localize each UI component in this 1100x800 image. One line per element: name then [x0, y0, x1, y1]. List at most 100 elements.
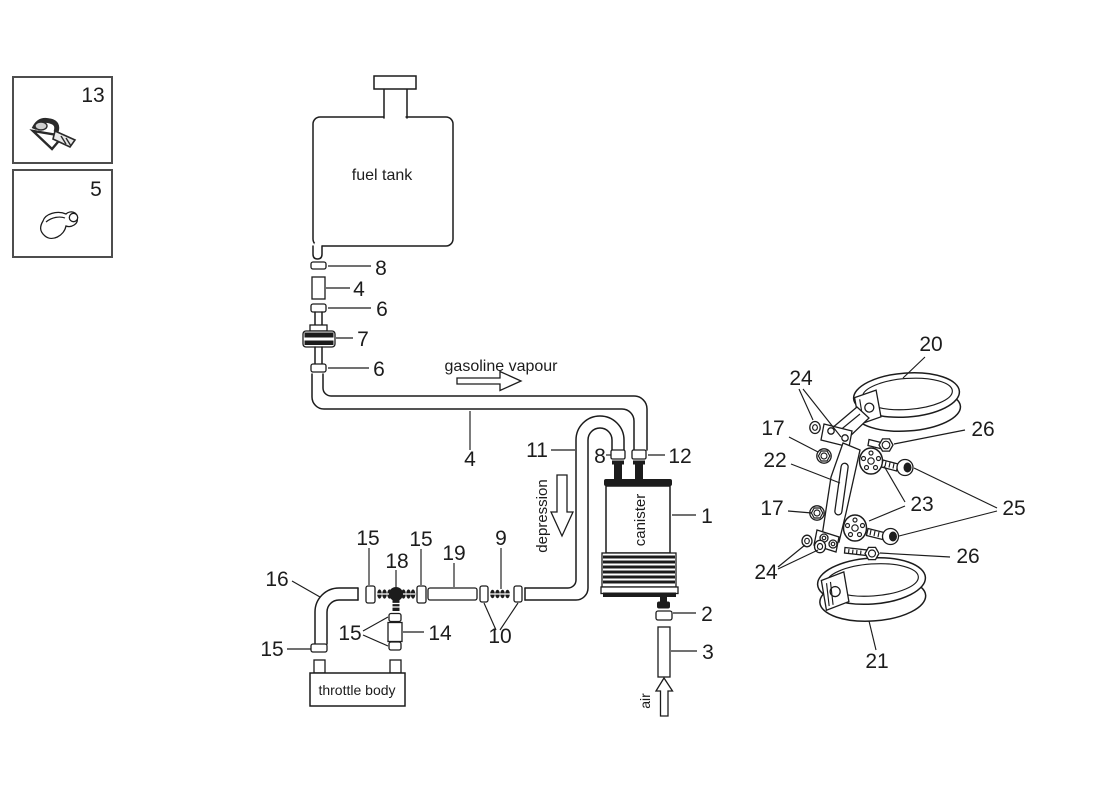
short-hose-4 [311, 276, 326, 300]
air-label: air [637, 693, 653, 709]
depression-hose-11 [524, 415, 625, 601]
clamp-20 [852, 372, 962, 433]
clip-15-run-1 [365, 585, 376, 604]
leader-lines [287, 265, 998, 652]
clip-15-run-2 [416, 585, 427, 604]
tank-fitting-8 [310, 261, 327, 270]
washer-24-upper [809, 420, 821, 435]
label-26-upper: 26 [971, 418, 994, 441]
label-13: 13 [81, 84, 104, 107]
label-17-upper: 17 [761, 417, 784, 440]
inset-box-13-frame [12, 76, 113, 164]
clip-15-valve-bottom [388, 641, 402, 651]
canister-label: canister [632, 494, 649, 547]
flow-arrow-down-icon [549, 474, 575, 538]
depression-label: depression [534, 479, 551, 552]
label-23: 23 [910, 493, 933, 516]
label-6-upper: 6 [376, 298, 388, 321]
label-20: 20 [919, 333, 942, 356]
rubber-cap-icon [39, 211, 79, 240]
spacer-23-upper [858, 447, 884, 475]
label-12: 12 [668, 445, 691, 468]
depression-flow: depression [534, 474, 575, 553]
flow-arrow-up-icon [654, 676, 674, 717]
inline-filter-7 [302, 311, 336, 365]
throttle-body-port-right [389, 659, 402, 674]
canister-fitting-8 [610, 449, 626, 460]
label-9: 9 [495, 527, 507, 550]
label-7: 7 [357, 328, 369, 351]
clip-6-upper [310, 303, 327, 313]
bracket-22 [813, 406, 870, 553]
label-5: 5 [90, 178, 102, 201]
nut-17-lower [809, 505, 825, 521]
clip-10-left [479, 585, 489, 603]
throttle-body: throttle body [309, 659, 406, 707]
canister-port-right [635, 464, 643, 479]
label-26-lower: 26 [956, 545, 979, 568]
bolt-26-lower [843, 546, 880, 561]
screw-25-lower [865, 527, 900, 546]
label-3: 3 [702, 641, 714, 664]
label-24-lower: 24 [754, 561, 778, 584]
clip-6-lower [310, 363, 327, 373]
canister-1: canister [600, 449, 679, 609]
label-22: 22 [763, 449, 786, 472]
valve-14-body [387, 621, 403, 643]
air-tube-3 [657, 626, 671, 678]
fuel-tank-label: fuel tank [352, 167, 413, 184]
inset-box-5-frame [12, 169, 113, 258]
tee-fitting-18 [377, 587, 416, 611]
bolt-26-upper [867, 438, 894, 452]
clamp-21 [816, 557, 927, 622]
screw-25-upper [880, 458, 914, 477]
drain-fitting-2 [655, 610, 673, 621]
canister-fitting-12 [631, 449, 647, 460]
long-hose-4 [311, 373, 648, 451]
label-15-elbow: 15 [260, 638, 283, 661]
label-4-long: 4 [464, 448, 476, 471]
canister-port-left [614, 464, 622, 479]
label-8-tank: 8 [375, 257, 387, 280]
straight-hose-19 [427, 587, 478, 601]
label-6-lower: 6 [373, 358, 385, 381]
clip-15-valve-top [388, 612, 402, 623]
label-4-short: 4 [353, 278, 365, 301]
label-25: 25 [1002, 497, 1025, 520]
clip-15-elbow [310, 643, 328, 653]
flow-arrow-right-icon [456, 370, 523, 392]
label-14: 14 [428, 622, 452, 645]
clip-10-right [513, 585, 523, 603]
canister-ribs [603, 555, 675, 584]
throttle-body-label: throttle body [318, 682, 395, 698]
inset-box-5 [12, 169, 113, 258]
label-1: 1 [701, 505, 713, 528]
hose-clip-icon [29, 117, 77, 151]
label-8-canister: 8 [594, 445, 606, 468]
bracket-slot [834, 462, 849, 516]
label-19: 19 [442, 542, 465, 565]
valve-chain-14 [387, 612, 403, 651]
label-18: 18 [385, 550, 408, 573]
label-10: 10 [488, 625, 511, 648]
label-17-lower: 17 [760, 497, 783, 520]
gasoline-vapour-label: gasoline vapour [445, 358, 559, 375]
label-15-run1: 15 [356, 527, 379, 550]
label-21: 21 [865, 650, 888, 673]
label-16: 16 [265, 568, 288, 591]
label-24-upper: 24 [789, 367, 813, 390]
elbow-hose-16 [314, 587, 359, 645]
washer-24-lower-b [813, 539, 827, 554]
label-11: 11 [526, 439, 548, 462]
washer-24-lower-a [801, 534, 813, 548]
inset-box-13 [12, 76, 113, 164]
barb-connector-9 [490, 589, 510, 599]
canister-drain-stem [660, 597, 667, 602]
part-number-labels: 13 5 8 4 6 7 6 4 11 8 12 1 2 3 16 15 18 … [81, 84, 1025, 673]
spacer-23-lower [842, 514, 868, 542]
air-flow: air [637, 676, 674, 717]
fuel-tank: fuel tank [312, 75, 454, 260]
label-2: 2 [701, 603, 713, 626]
